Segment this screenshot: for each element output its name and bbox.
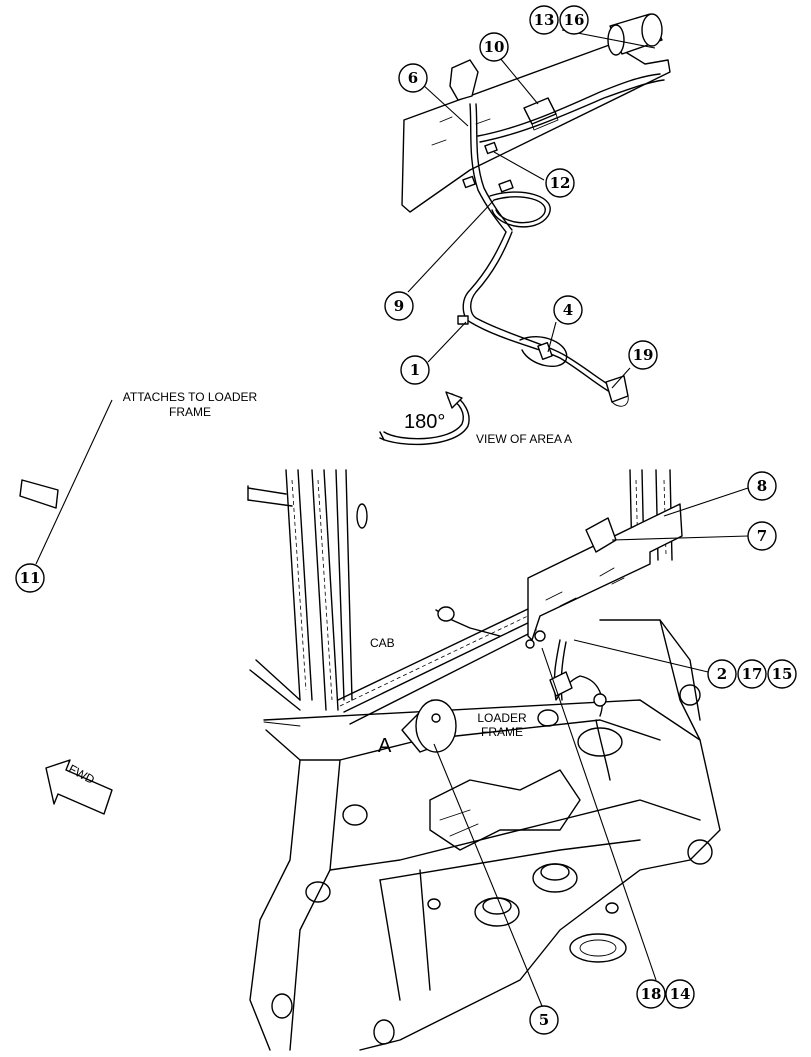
mounting-plate: [401, 43, 671, 213]
rotation-label: 180°: [404, 411, 445, 433]
svg-text:19: 19: [633, 346, 654, 364]
svg-text:16: 16: [564, 11, 585, 29]
svg-text:18: 18: [641, 985, 662, 1003]
loader-frame-label-line2: FRAME: [481, 725, 523, 739]
svg-text:7: 7: [757, 527, 767, 545]
callout-12: 12: [545, 168, 575, 198]
loader-frame-label-line1: LOADER: [477, 711, 527, 725]
main-mounting-plate: [525, 503, 683, 781]
callout-4: 4: [553, 295, 583, 325]
leader-lines: [35, 29, 749, 1007]
bracket-detail: [449, 59, 479, 101]
area-a-marker: A: [378, 735, 392, 757]
view-of-area-label: VIEW OF AREA A: [476, 432, 572, 446]
callout-14: 14: [665, 979, 695, 1009]
callout-bubbles: 13 16 10 6 12 9 4 1 19 11 8 7 2 17 15 5 …: [15, 5, 797, 1035]
callout-11: 11: [15, 563, 45, 593]
callout-19: 19: [628, 340, 658, 370]
cab-label: CAB: [370, 636, 395, 650]
detail-view-area-a: [379, 13, 671, 446]
callout-15: 15: [767, 659, 797, 689]
rotation-arrow: [379, 391, 470, 446]
callout-6: 6: [398, 63, 428, 93]
svg-text:15: 15: [772, 665, 793, 683]
svg-text:14: 14: [670, 985, 691, 1003]
callout-10: 10: [479, 32, 509, 62]
alarm-body-detail: [607, 13, 663, 56]
callout-7: 7: [747, 521, 777, 551]
wire-tie-11: [19, 479, 59, 509]
attaches-label-line1: ATTACHES TO LOADER: [123, 390, 258, 404]
svg-text:5: 5: [539, 1011, 549, 1029]
svg-text:13: 13: [534, 11, 555, 29]
callout-8: 8: [747, 471, 777, 501]
callout-5: 5: [529, 1005, 559, 1035]
machine-frame: [247, 469, 721, 1051]
svg-text:12: 12: [550, 174, 571, 192]
callout-17: 17: [737, 659, 767, 689]
svg-text:1: 1: [410, 361, 420, 379]
svg-text:10: 10: [484, 38, 505, 56]
fwd-arrow-icon: FWD: [45, 759, 113, 815]
callout-16: 16: [559, 5, 589, 35]
svg-text:2: 2: [717, 665, 727, 683]
attaches-label-line2: FRAME: [169, 405, 211, 419]
svg-text:11: 11: [20, 569, 41, 587]
backup-alarm-5: [401, 699, 457, 753]
callout-2: 2: [707, 659, 737, 689]
svg-text:9: 9: [394, 297, 404, 315]
callout-9: 9: [384, 291, 414, 321]
callout-13: 13: [529, 5, 559, 35]
svg-text:6: 6: [408, 69, 418, 87]
callout-1: 1: [400, 355, 430, 385]
wire-tie-detail: [19, 479, 59, 509]
svg-text:4: 4: [563, 301, 573, 319]
callout-18: 18: [636, 979, 666, 1009]
text-labels: ATTACHES TO LOADER FRAME 180° VIEW OF AR…: [123, 390, 572, 757]
svg-text:17: 17: [742, 665, 763, 683]
svg-text:8: 8: [757, 477, 767, 495]
